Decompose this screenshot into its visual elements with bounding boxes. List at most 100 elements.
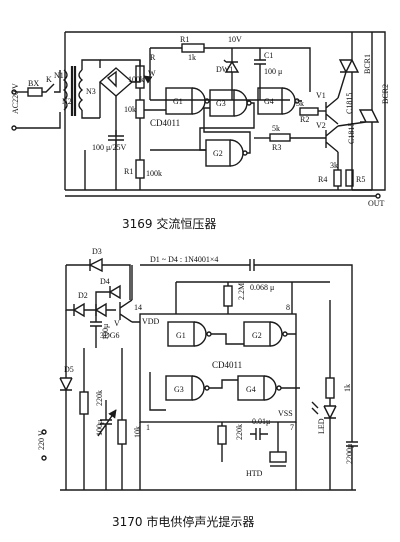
label-pin8: 8 [286, 303, 290, 312]
label-d2: D2 [78, 291, 88, 300]
zener-dw1 [223, 48, 240, 100]
transformer-primary [62, 69, 68, 111]
resistor-r2-5k [299, 107, 319, 116]
ic2-gate-g3 [165, 375, 193, 401]
label-0068u: 0.068 μ [250, 283, 274, 292]
label-10k: 10k [124, 105, 136, 114]
resistor-2-2m [223, 285, 233, 307]
label-100u-b: 100μ [95, 420, 104, 436]
transistor-3dg6 [119, 299, 133, 323]
latch-cross-wires [199, 102, 255, 154]
wire-frame-top [65, 31, 386, 191]
resistor-10k-b [117, 419, 127, 445]
label-diodes: D1 ~ D4 : 1N4001×4 [150, 255, 218, 264]
label-2200u: 2200μ [345, 444, 354, 464]
label-220k-a: 220k [95, 390, 104, 406]
label-220k-b: 220k [235, 424, 244, 440]
label-ic2-g1: G1 [176, 331, 186, 340]
diode-d4 [84, 302, 116, 318]
resistor-1k [325, 377, 335, 399]
circuit-3169: AC220 V BX K N1 N2 N3 R1 1k R 10V DW1 C1… [11, 31, 390, 231]
label-pin14: 14 [134, 303, 142, 312]
ac-terminal-bottom [11, 125, 17, 131]
label-r-low: R1 [124, 167, 133, 176]
label-r3: R3 [272, 143, 281, 152]
label-5k-a: 5k [296, 99, 304, 108]
label-primary: N1 [54, 71, 64, 80]
label-10v: 10V [228, 35, 242, 44]
label-d4: D4 [100, 277, 110, 286]
switch-k [42, 70, 61, 93]
resistor-r4-3k [333, 169, 342, 187]
fuse [27, 87, 43, 97]
label-c1: C1 [264, 51, 273, 60]
label-d5: D5 [64, 365, 74, 374]
label-ic2-g3: G3 [174, 385, 184, 394]
label-secondary: N2 [62, 97, 72, 106]
label-c1815-a: C1815 [345, 93, 354, 114]
label-vdd: VDD [142, 317, 160, 326]
transformer-core [70, 66, 77, 116]
label-d3: D3 [92, 247, 102, 256]
circuit-3170: D3 D1 ~ D4 : 1N4001×4 D2 D4 2.2M 0.068 μ… [37, 247, 358, 529]
label-001u: 0.01μ [252, 417, 270, 426]
diode-d5 [59, 310, 73, 490]
label-100u: 100μ [101, 324, 110, 340]
gate-g3 [209, 89, 235, 117]
label-1k: 1k [343, 384, 352, 392]
label-r-bias: R [150, 53, 156, 62]
label-led: LED [317, 418, 326, 434]
label-c1-value: 100 μ [264, 67, 282, 76]
resistor-r5 [345, 169, 354, 187]
led [323, 398, 337, 490]
label-ic2-g2: G2 [252, 331, 262, 340]
label-pin1: 1 [146, 423, 150, 432]
ic2-gate-g2 [243, 321, 271, 347]
resistor-10k [135, 99, 145, 119]
label-bcr2: BCR2 [381, 84, 390, 104]
label-10k-b: 10k [133, 426, 142, 438]
transistor-v1 [325, 97, 339, 125]
gate-g1 [165, 87, 193, 115]
triac-bcr1 [337, 59, 360, 99]
label-transistor: V [114, 319, 120, 328]
label-r2: R2 [300, 115, 309, 124]
label-switch: K [46, 75, 52, 84]
label-out: OUT [368, 199, 385, 208]
terminal-220v-bottom [41, 455, 47, 461]
label-cap-100u: 100 μ/25V [92, 143, 127, 152]
resistor-r3-5k [269, 133, 291, 142]
label-htd: HTD [246, 469, 263, 478]
label-r1-value: 1k [188, 53, 196, 62]
label-r1: R1 [180, 35, 189, 44]
terminal-220v-top [41, 429, 47, 435]
resistor-r1-1k [181, 43, 205, 53]
label-ic2-g4: G4 [246, 385, 256, 394]
label-5k-b: 5k [272, 124, 280, 133]
diode-d3 [88, 257, 131, 300]
label-g1: G1 [173, 97, 183, 106]
label-100k-top: 100k [128, 75, 144, 84]
label-100k-low: 100k [146, 169, 162, 178]
label-g2: G2 [213, 149, 223, 158]
label-fuse: BX [28, 79, 39, 88]
label-bcr1: BCR1 [363, 54, 372, 74]
capacitor-0068u [240, 259, 353, 300]
resistor-100k-low [135, 159, 145, 179]
label-v1: V1 [316, 91, 326, 100]
out-terminal [375, 193, 381, 199]
label-pin7: 7 [290, 423, 294, 432]
label-ic-cd4011: CD4011 [150, 118, 180, 128]
label-vss: VSS [278, 409, 293, 418]
label-v2: V2 [316, 121, 326, 130]
label-3k: 3k [330, 161, 338, 170]
capacitor-001u [221, 422, 268, 462]
buzzer-htd [269, 451, 287, 463]
label-g3: G3 [216, 99, 226, 108]
label-2-2m: 2.2M [237, 283, 246, 300]
label-secondary2: N3 [86, 87, 96, 96]
label-3dg6: 3DG6 [100, 331, 120, 340]
gate-g4 [257, 87, 283, 115]
label-r5: R5 [356, 175, 365, 184]
